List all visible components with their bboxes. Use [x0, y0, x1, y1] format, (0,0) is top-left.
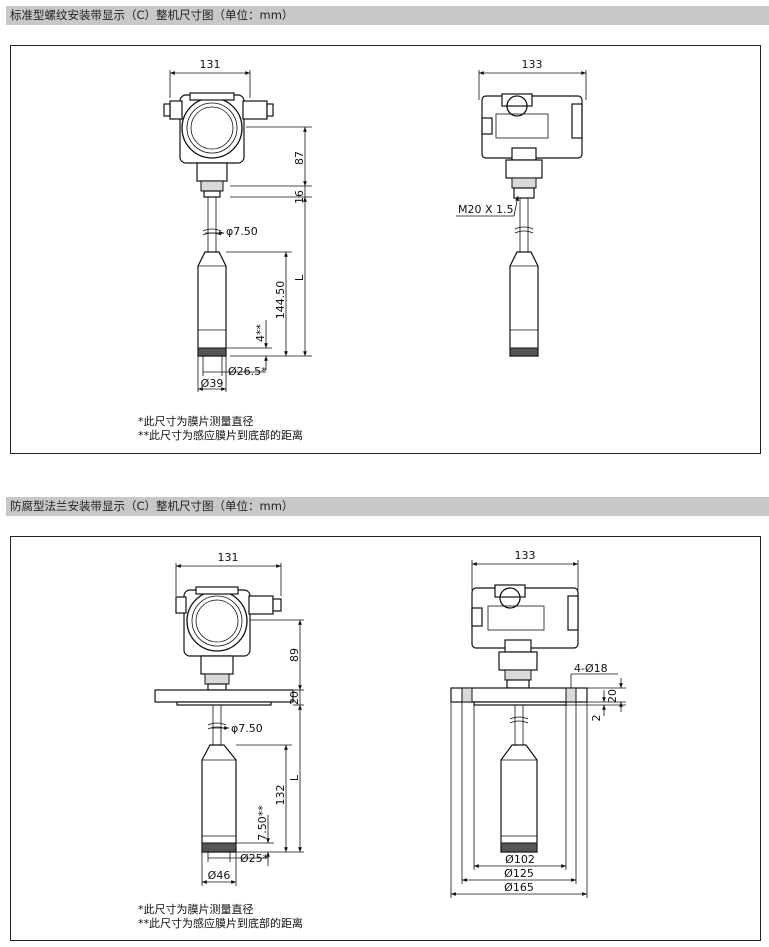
dim-flange-20: 20 [288, 691, 301, 705]
dim-membrane-25: Ø25* [240, 852, 269, 865]
threaded-side-dimensions: 133 M20 X 1.5 [456, 58, 587, 217]
drawing-panel-flanged [10, 536, 761, 941]
dim-height-87: 87 [293, 151, 306, 165]
dim-gap-4: 4** [254, 324, 267, 342]
dim-total-L: L [293, 274, 306, 281]
flanged-side-view [450, 584, 588, 853]
dim-height-89: 89 [288, 648, 301, 662]
dim-d102: Ø102 [505, 853, 535, 866]
note-distance-2: **此尺寸为感应膜片到底部的距离 [138, 916, 303, 930]
dim-probe-132: 132 [274, 785, 287, 806]
dim-gap-750: 7.50** [256, 805, 269, 841]
note-membrane-1: *此尺寸为膜片测量直径 [138, 414, 254, 428]
dim-flange-thk-20: 20 [606, 689, 619, 703]
section-title-flanged: 防腐型法兰安装带显示（C）整机尺寸图（单位：mm） [6, 497, 769, 516]
dim-d125: Ø125 [504, 867, 534, 880]
dim-cable-750b: φ7.50 [231, 722, 263, 735]
threaded-front-view [163, 92, 274, 357]
dim-probe-46: Ø46 [208, 869, 231, 882]
dim-holes-4-18: 4-Ø18 [574, 662, 608, 675]
dim-thread-16: 16 [293, 190, 306, 204]
note-membrane-2: *此尺寸为膜片测量直径 [138, 902, 254, 916]
dim-membrane-265: Ø26.5* [228, 365, 267, 378]
dim-width-131b: 131 [218, 551, 239, 564]
flanged-side-dimensions: 133 4-Ø18 20 2 Ø102 Ø125 Ø165 [450, 549, 626, 898]
dim-probe-39: Ø39 [201, 377, 224, 390]
flanged-front-view [154, 586, 294, 853]
threaded-front-dimensions: 131 87 16 L 144.50 4** φ7.50 Ø26.5* Ø39 [169, 58, 312, 392]
dim-total-Lb: L [288, 774, 301, 781]
dim-d165: Ø165 [504, 881, 534, 894]
dim-thread-m20: M20 X 1.5 [458, 203, 514, 216]
dim-side-width-133: 133 [522, 58, 543, 71]
dim-width-131: 131 [200, 58, 221, 71]
dim-raised-2: 2 [590, 715, 603, 722]
dim-cable-750: φ7.50 [226, 225, 258, 238]
flanged-front-dimensions: 131 89 20 L 132 7.50** φ7.50 Ø25* Ø46 [175, 551, 304, 886]
drawing-panel-threaded [10, 45, 761, 454]
dim-side-width-133b: 133 [515, 549, 536, 562]
section-title-threaded: 标准型螺纹安装带显示（C）整机尺寸图（单位：mm） [6, 6, 769, 25]
note-distance-1: **此尺寸为感应膜片到底部的距离 [138, 428, 303, 442]
threaded-side-view [481, 93, 583, 357]
dim-probe-144: 144.50 [274, 281, 287, 320]
